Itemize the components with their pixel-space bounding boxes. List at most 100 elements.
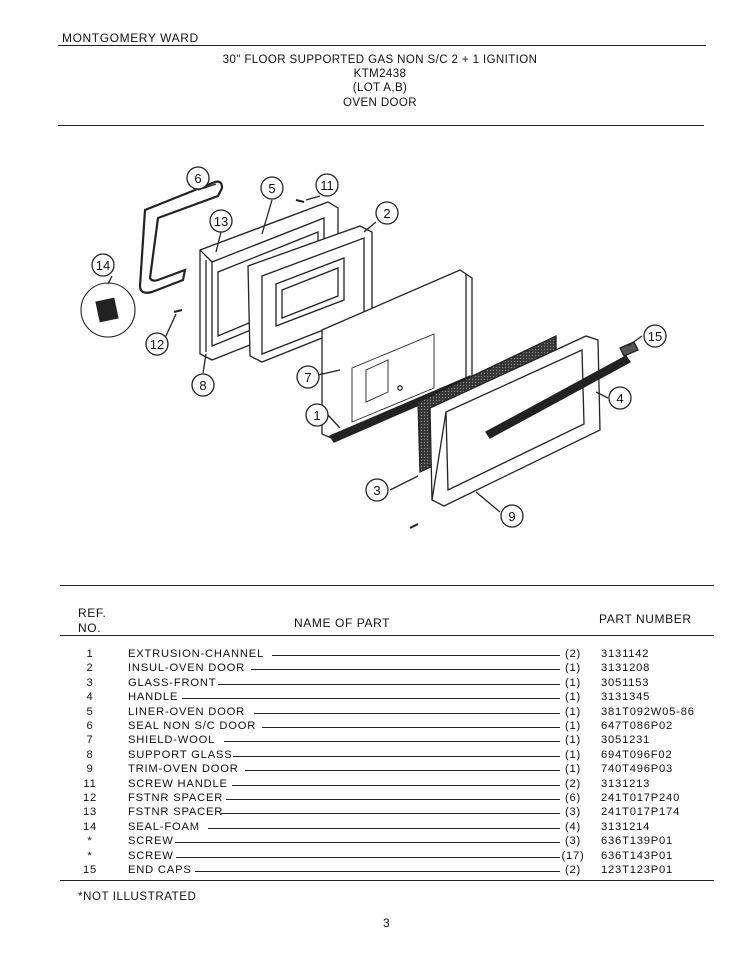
ref-number: * — [87, 849, 93, 862]
ref-number: * — [87, 835, 93, 848]
svg-text:5: 5 — [268, 181, 275, 196]
table-row: 8 SUPPORT GLASS (1) 694T096F02 — [0, 749, 750, 764]
part-number: 636T139P01 — [601, 835, 674, 848]
leader-line — [195, 871, 560, 872]
ref-number: 3 — [86, 676, 94, 689]
callout-12: 12 — [145, 332, 169, 356]
quantity: (1) — [564, 676, 582, 689]
ref-number: 15 — [82, 864, 98, 876]
quantity: (2) — [564, 648, 582, 660]
quantity: (3) — [564, 806, 582, 819]
ref-number: 14 — [82, 820, 98, 833]
model-number: KTM2438 — [353, 68, 407, 80]
leader-line — [245, 770, 560, 772]
part-number: 3131142 — [601, 648, 650, 660]
oven-liner-part — [199, 201, 339, 361]
quantity: (1) — [564, 691, 582, 704]
lot-designation: (LOT A,B) — [352, 82, 408, 94]
document-title: 30" FLOOR SUPPORTED GAS NON S/C 2 + 1 IG… — [222, 54, 538, 66]
table-header-rule — [60, 635, 714, 636]
svg-text:9: 9 — [508, 509, 515, 524]
table-row: 15 END CAPS (2) 123T123P01 — [0, 864, 750, 879]
quantity: (3) — [564, 835, 582, 848]
part-name: SEAL NON S/C DOOR — [128, 720, 257, 732]
part-name: FSTNR SPACER — [128, 792, 224, 804]
part-name: TRIM-OVEN DOOR — [128, 763, 239, 776]
leader-line — [262, 727, 560, 728]
leader-line — [224, 741, 560, 743]
ref-number: 5 — [86, 705, 94, 718]
ref-header-line2: NO. — [78, 621, 102, 635]
ref-number: 2 — [86, 662, 94, 675]
door-seal-part — [138, 180, 224, 294]
leader-line — [226, 799, 560, 800]
ref-number: 8 — [86, 748, 94, 761]
leader-line — [182, 698, 560, 700]
part-name: SCREW — [128, 835, 174, 848]
svg-text:11: 11 — [320, 178, 334, 193]
ref-number: 12 — [82, 792, 98, 804]
part-name-header: NAME OF PART — [294, 616, 391, 630]
leader-line — [175, 842, 560, 844]
callout-2: 2 — [375, 201, 399, 225]
leader-line — [233, 755, 560, 757]
header-rule — [58, 45, 706, 46]
part-number: 3131213 — [601, 777, 651, 790]
part-name: SUPPORT GLASS — [128, 748, 233, 761]
callout-5: 5 — [260, 176, 284, 200]
quantity: (1) — [564, 763, 582, 776]
exploded-parts-diagram: 6 5 11 2 13 14 12 8 7 1 15 4 3 9 — [80, 166, 667, 529]
door-handle-part — [485, 355, 631, 439]
part-number: 647T086P02 — [601, 720, 674, 732]
quantity: (1) — [564, 705, 582, 718]
leader-line — [176, 856, 560, 858]
callout-13: 13 — [209, 209, 233, 233]
ref-number: 1 — [86, 648, 94, 660]
part-number: 381T092W05-86 — [601, 705, 695, 718]
callout-1: 1 — [305, 403, 329, 427]
part-number: 3051153 — [601, 676, 650, 689]
section-title: OVEN DOOR — [343, 97, 417, 109]
callout-6: 6 — [186, 166, 210, 190]
quantity: (2) — [564, 864, 582, 876]
part-number: 3131208 — [601, 662, 651, 675]
part-name: SCREW HANDLE — [128, 777, 228, 790]
svg-text:13: 13 — [214, 214, 228, 229]
callout-7: 7 — [296, 365, 320, 389]
part-number: 241T017P240 — [601, 792, 681, 804]
part-name: LINER-OVEN DOOR — [128, 705, 246, 718]
part-name: EXTRUSION-CHANNEL — [128, 648, 265, 660]
ref-number: 4 — [86, 691, 94, 704]
part-number: 241T017P174 — [601, 806, 681, 819]
quantity: (1) — [564, 748, 582, 761]
part-name: FSTNR SPACER — [128, 806, 224, 819]
leader-line — [254, 712, 560, 714]
part-name: END CAPS — [128, 864, 192, 876]
table-row: 9 TRIM-OVEN DOOR (1) 740T496P03 — [0, 763, 750, 778]
svg-text:1: 1 — [313, 408, 320, 423]
quantity: (17) — [561, 849, 585, 862]
callout-3: 3 — [365, 478, 389, 502]
leader-line — [272, 655, 560, 656]
quantity: (4) — [564, 820, 582, 833]
ref-number: 9 — [86, 763, 94, 776]
part-number: 3051231 — [601, 734, 651, 747]
part-name: SHIELD-WOOL — [128, 734, 216, 747]
callout-9: 9 — [500, 504, 524, 528]
part-number: 123T123P01 — [601, 864, 674, 876]
quantity: (1) — [564, 720, 582, 732]
svg-text:8: 8 — [199, 378, 206, 393]
svg-text:6: 6 — [194, 171, 201, 186]
svg-text:3: 3 — [373, 483, 380, 498]
part-number: 694T096F02 — [601, 748, 673, 761]
page-number: 3 — [383, 916, 390, 930]
part-number: 740T496P03 — [601, 763, 674, 776]
leader-line — [232, 784, 560, 786]
